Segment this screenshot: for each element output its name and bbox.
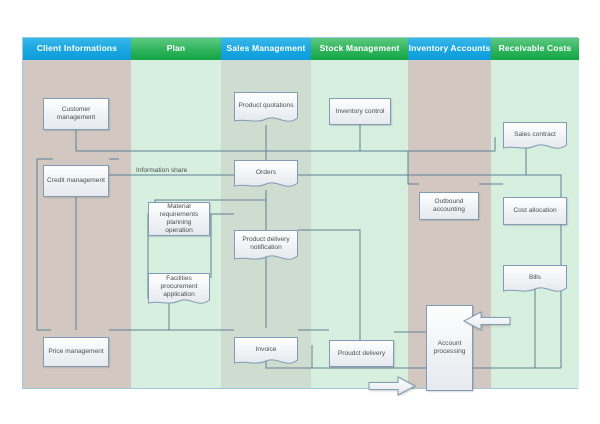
lane-header-plan[interactable]: Plan: [131, 38, 221, 60]
document-shape-icon: [234, 337, 298, 364]
node-label: Material requirements planning operation: [159, 203, 199, 234]
document-shape-icon: [148, 273, 210, 304]
swimlane-diagram: Client Informations Plan Sales Managemen…: [22, 37, 579, 396]
node-label: Account processing: [433, 340, 466, 355]
node-label: Credit management: [47, 177, 105, 184]
node-label: Orders: [255, 168, 277, 176]
lane-client: Client Informations: [23, 38, 131, 388]
node-customer-management[interactable]: Customer management: [43, 98, 109, 130]
lane-header-sales[interactable]: Sales Management: [221, 38, 311, 60]
node-label: Product quotations: [238, 101, 294, 109]
node-label: Sales contract: [514, 130, 556, 138]
edge-label-information-share: Information share: [136, 167, 188, 174]
document-shape-icon: [234, 230, 298, 260]
node-label: Cost allocation: [513, 207, 557, 214]
document-shape-icon: [234, 92, 298, 122]
node-inventory-control[interactable]: Inventory control: [329, 98, 391, 125]
block-arrow-right-invoice-to-account: [368, 376, 416, 396]
node-label: Outbound accounting: [433, 198, 465, 213]
lane-header-stock[interactable]: Stock Management: [311, 38, 408, 60]
node-orders[interactable]: Orders: [234, 160, 298, 190]
lane-stock: Stock Management: [311, 38, 408, 388]
lane-header-receivable[interactable]: Receivable Costs: [491, 38, 579, 60]
node-material-requirements-planning[interactable]: Material requirements planning operation: [148, 202, 210, 236]
document-shape-icon: [503, 122, 567, 149]
lane-header-client[interactable]: Client Informations: [23, 38, 131, 60]
node-invoice[interactable]: Invoice: [234, 337, 298, 367]
node-price-management[interactable]: Price management: [43, 337, 109, 367]
node-label: Inventory control: [335, 107, 385, 115]
node-label: Bills: [528, 273, 542, 281]
node-label: Customer management: [56, 106, 96, 121]
node-product-delivery[interactable]: Proudct delivery: [329, 340, 394, 367]
node-sales-contract[interactable]: Sales contract: [503, 122, 567, 152]
node-product-quotations[interactable]: Product quotations: [234, 92, 298, 125]
node-cost-allocation[interactable]: Cost allocation: [503, 197, 567, 225]
node-product-delivery-notification[interactable]: Product delivery notification: [234, 230, 298, 263]
node-label: Product delivery notification: [242, 235, 290, 251]
block-arrow-left-bills-to-account: [463, 311, 511, 331]
node-label: Invoice: [255, 345, 277, 353]
node-bills[interactable]: Bills: [503, 265, 567, 295]
document-shape-icon: [234, 160, 298, 187]
node-label: Proudct delivery: [337, 349, 386, 357]
lane-header-inventory[interactable]: Inventory Accounts: [408, 38, 491, 60]
document-shape-icon: [503, 265, 567, 292]
node-outbound-accounting[interactable]: Outbound accounting: [419, 192, 479, 220]
lane-sales: Sales Management: [221, 38, 311, 388]
node-account-processing[interactable]: Account processing: [426, 305, 473, 391]
node-label: Price management: [48, 348, 104, 355]
node-facilities-procurement-application[interactable]: Facilities procurement application: [148, 273, 210, 307]
node-label: Facilities procurement application: [160, 275, 198, 298]
node-credit-management[interactable]: Credit management: [43, 165, 109, 197]
